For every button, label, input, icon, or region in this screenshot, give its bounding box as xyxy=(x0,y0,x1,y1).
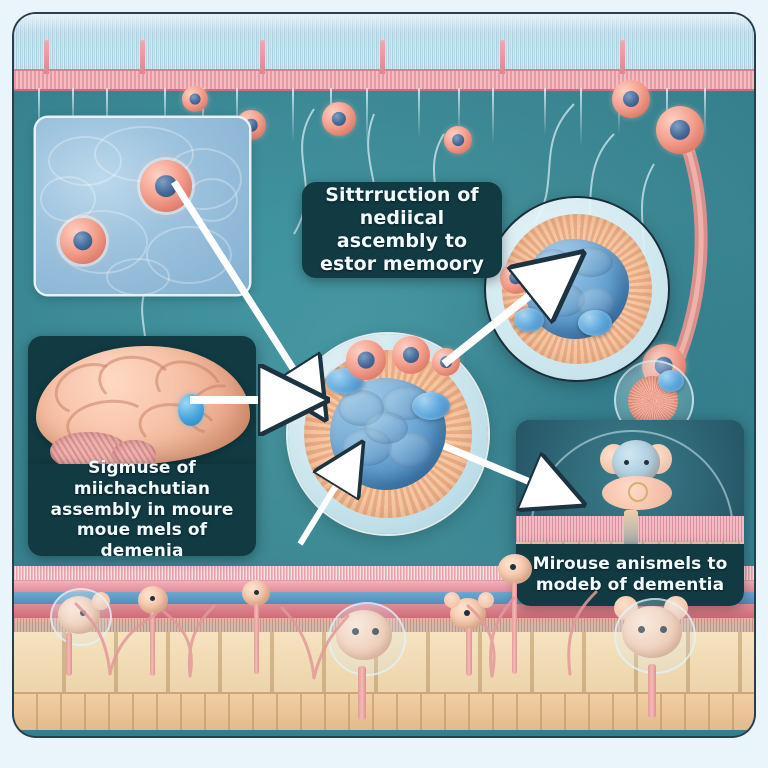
microscopy-neuron xyxy=(60,218,106,264)
arrow-cell-to-cage xyxy=(442,442,554,492)
neuron-cell-body xyxy=(182,86,208,112)
neuron-cell-body xyxy=(444,126,472,154)
top-epithelium xyxy=(14,14,754,98)
brain-label: Sigmuse of miichachutian assembly in mou… xyxy=(28,458,256,556)
mouse-cage-inset[interactable]: Mirouse anismels to modeb of dementia xyxy=(516,420,744,606)
neuron-cell-body xyxy=(612,80,650,118)
central-attached-neuron xyxy=(392,336,430,374)
illustration-frame: Sigmuse of miichachutian assembly in mou… xyxy=(14,14,754,736)
neuron-cell-body xyxy=(322,102,356,136)
central-vesicle xyxy=(412,392,450,420)
epithelial-apex xyxy=(260,40,265,74)
arrow-mouse-to-cell xyxy=(297,466,348,546)
lower-vessels xyxy=(74,590,598,680)
microscopy-inset[interactable] xyxy=(36,118,249,294)
center-label: Sittrruction of nediical ascembly to est… xyxy=(302,182,502,278)
arrow-layer xyxy=(171,180,754,546)
epithelial-apex xyxy=(500,40,505,74)
central-nucleus xyxy=(330,378,446,490)
brain-inset[interactable]: Sigmuse of miichachutian assembly in mou… xyxy=(28,336,256,556)
arrow-cell-to-detail xyxy=(441,276,554,368)
neuron-cell-body xyxy=(656,106,704,154)
arrow-microscopy-to-cell xyxy=(171,180,308,392)
tissue-basal-lamina xyxy=(14,692,754,730)
epithelial-apex xyxy=(380,40,385,74)
epithelial-apex xyxy=(140,40,145,74)
epithelial-apex xyxy=(44,40,49,74)
mouse-label: Mirouse anismels to modeb of dementia xyxy=(516,544,744,606)
epithelial-apex xyxy=(620,40,625,74)
central-attached-neuron xyxy=(346,340,386,380)
microscopy-neuron xyxy=(140,160,192,212)
